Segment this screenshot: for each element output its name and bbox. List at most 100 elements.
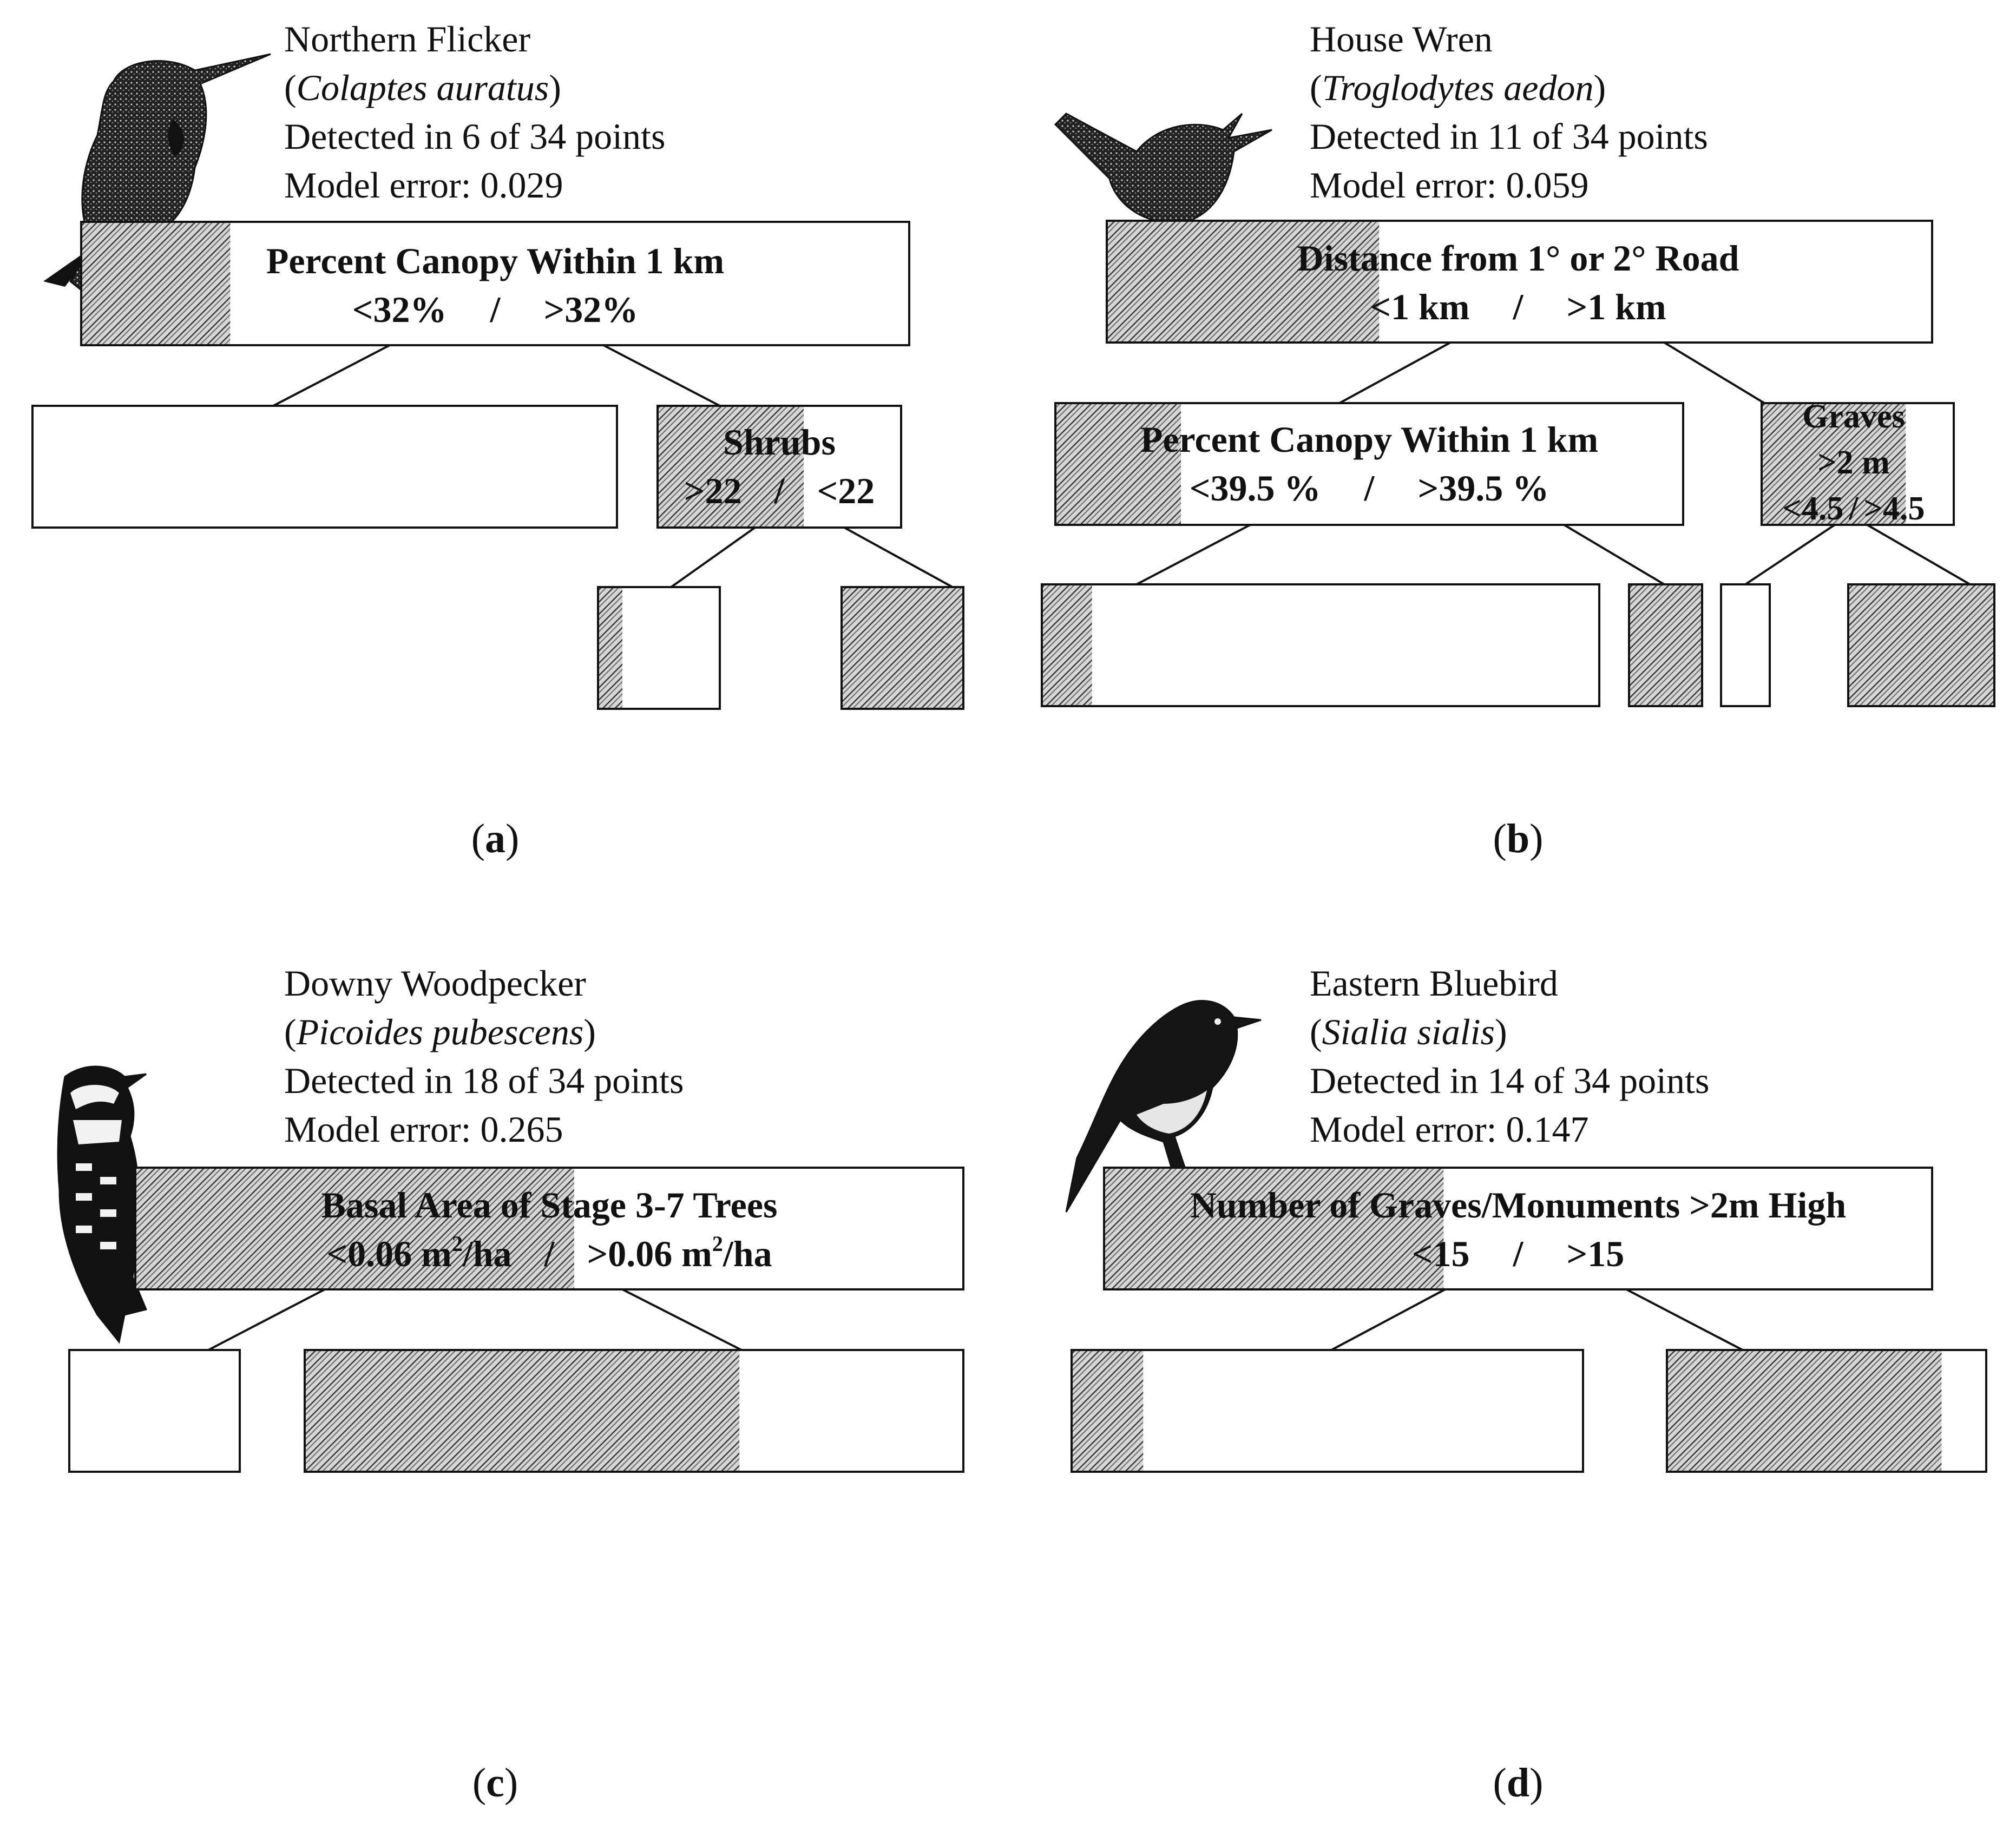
species-common-name: Downy Woodpecker [284, 963, 586, 1004]
leaf-box [840, 586, 964, 710]
panel-label: (d) [1493, 1760, 1544, 1806]
species-common-name: House Wren [1310, 18, 1493, 60]
leaf-box [31, 405, 618, 529]
leaf-fill [598, 587, 622, 709]
node-fill [658, 406, 804, 528]
model-error: Model error: 0.059 [1310, 164, 1589, 206]
model-error: Model error: 0.029 [284, 164, 563, 206]
leaf-fill [1848, 584, 1994, 706]
split-variable-line2: >2 m [1817, 444, 1889, 481]
node-fill [1762, 403, 1906, 525]
split-variable: Shrubs [723, 422, 836, 463]
species-scientific-name: (Picoides pubescens) [284, 1011, 596, 1052]
tree-leaf [304, 1349, 964, 1473]
panel-b: House Wren (Troglodytes aedon) Detected … [1041, 18, 1995, 861]
species-common-name: Eastern Bluebird [1310, 963, 1558, 1004]
detection-count: Detected in 14 of 34 points [1310, 1060, 1709, 1101]
node-fill [1104, 1168, 1444, 1289]
leaf-box [1041, 583, 1600, 707]
leaf-fill [305, 1350, 740, 1472]
split-thresholds: >22/<22 [684, 470, 875, 511]
tree-edge [1744, 524, 1836, 585]
node-box [134, 1167, 964, 1290]
tree-edge [1663, 341, 1765, 404]
split-thresholds: <32%/>32% [352, 289, 638, 330]
leaf-box [1071, 1349, 1584, 1473]
leaf-fill [842, 587, 963, 709]
tree-node-shrubs: Shrubs >22/<22 [656, 405, 902, 529]
panel-d: Eastern Bluebird (Sialia sialis) Detecte… [1065, 963, 1987, 1806]
node-box [656, 405, 902, 529]
species-common-name: Northern Flicker [284, 18, 530, 60]
tree-node-graves: Graves >2 m <4.5/>4.5 [1761, 398, 1955, 527]
tree-edge [1563, 524, 1665, 585]
panel-label: (b) [1493, 816, 1544, 861]
tree-node-root: Basal Area of Stage 3-7 Trees <0.06 m2/h… [134, 1167, 964, 1290]
species-scientific-name: (Colaptes auratus) [284, 67, 561, 108]
tree-leaf [1847, 583, 1995, 707]
node-fill [1107, 221, 1380, 343]
tree-leaf [1720, 583, 1771, 707]
split-variable: Basal Area of Stage 3-7 Trees [321, 1184, 778, 1226]
leaf-box [1628, 583, 1703, 707]
leaf-box [1666, 1349, 1987, 1473]
split-thresholds: <4.5/>4.5 [1783, 490, 1925, 527]
split-variable: Distance from 1° or 2° Road [1297, 238, 1739, 279]
leaf-fill [1072, 1350, 1144, 1472]
node-box [1761, 402, 1955, 526]
panel-c: Downy Woodpecker (Picoides pubescens) De… [57, 963, 964, 1806]
model-error: Model error: 0.147 [1310, 1109, 1589, 1150]
node-box [80, 221, 910, 346]
panel-label: (c) [472, 1760, 518, 1806]
tree-edge [622, 1288, 742, 1351]
tree-node-root: Distance from 1° or 2° Road <1 km/>1 km [1106, 220, 1933, 344]
node-box [1103, 1167, 1933, 1290]
tree-edge [1626, 1288, 1743, 1351]
split-thresholds: <1 km/>1 km [1370, 286, 1666, 327]
detection-count: Detected in 6 of 34 points [284, 116, 665, 157]
split-variable: Percent Canopy Within 1 km [1140, 419, 1598, 460]
node-box [1054, 402, 1684, 526]
tree-edge [1866, 524, 1971, 585]
split-variable: Graves [1802, 398, 1905, 435]
tree-edge [670, 526, 756, 588]
leaf-box [68, 1349, 241, 1473]
tree-leaf [1041, 583, 1600, 707]
tree-leaf [1071, 1349, 1584, 1473]
leaf-fill [1042, 584, 1092, 706]
tree-leaf [597, 586, 721, 710]
tree-edge [603, 344, 720, 407]
woodpecker-icon [57, 1065, 148, 1344]
panel-a: Northern Flicker (Colaptes auratus) Dete… [31, 18, 964, 861]
split-variable: Number of Graves/Monuments >2m High [1190, 1184, 1846, 1226]
split-thresholds: <15/>15 [1412, 1233, 1624, 1274]
detection-count: Detected in 18 of 34 points [284, 1060, 684, 1101]
species-scientific-name: (Troglodytes aedon) [1310, 67, 1606, 108]
tree-edge [1339, 341, 1451, 404]
leaf-box [304, 1349, 964, 1473]
split-thresholds: <39.5 %/>39.5 % [1190, 467, 1549, 509]
leaf-fill [1667, 1350, 1942, 1472]
tree-edge [208, 1288, 325, 1351]
species-scientific-name: (Sialia sialis) [1310, 1011, 1507, 1052]
panel-label: (a) [471, 816, 520, 861]
split-variable: Percent Canopy Within 1 km [266, 240, 724, 281]
tree-leaf [31, 405, 618, 529]
tree-edge [1331, 1288, 1446, 1351]
wren-icon [1054, 113, 1272, 240]
tree-node-root: Number of Graves/Monuments >2m High <15/… [1103, 1167, 1933, 1290]
tree-node-root: Percent Canopy Within 1 km <32%/>32% [80, 221, 910, 346]
model-error: Model error: 0.265 [284, 1109, 563, 1150]
leaf-box [1847, 583, 1995, 707]
detection-count: Detected in 11 of 34 points [1310, 116, 1708, 157]
tree-leaf [68, 1349, 241, 1473]
tree-edge [273, 344, 390, 407]
tree-edge [1136, 524, 1251, 585]
leaf-fill [1629, 584, 1702, 706]
tree-leaf [1666, 1349, 1987, 1473]
tree-leaf [1628, 583, 1703, 707]
split-thresholds: <0.06 m2/ha/>0.06 m2/ha [326, 1232, 772, 1274]
node-fill [135, 1168, 574, 1289]
leaf-box [597, 586, 721, 710]
